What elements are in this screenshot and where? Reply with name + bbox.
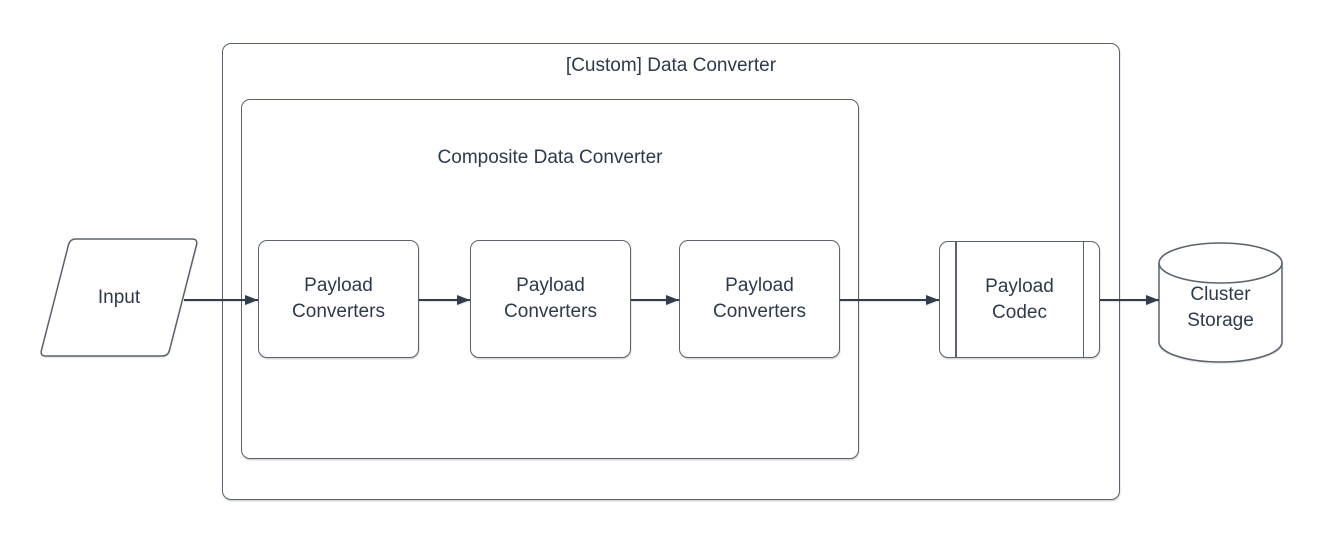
- payload-converters-node-3: Payload Converters: [679, 240, 840, 358]
- cluster-storage-cylinder-shape: [1158, 242, 1283, 363]
- payload-converters-node-1: Payload Converters: [258, 240, 419, 358]
- input-node-label: Input: [97, 286, 141, 308]
- cluster-storage-cylinder-lip: [1158, 262, 1283, 284]
- payload-codec-node: Payload Codec: [939, 241, 1100, 358]
- cluster-storage-label: Cluster Storage: [1187, 284, 1254, 331]
- codec-left-bar: [955, 242, 957, 357]
- payload-codec-label: Payload Codec: [985, 275, 1054, 323]
- custom-data-converter-title: [Custom] Data Converter: [565, 55, 777, 76]
- payload-converters-node-2: Payload Converters: [470, 240, 631, 358]
- composite-data-converter-title: Composite Data Converter: [437, 147, 663, 168]
- codec-right-bar: [1082, 242, 1084, 357]
- input-parallelogram-shape: [40, 238, 198, 357]
